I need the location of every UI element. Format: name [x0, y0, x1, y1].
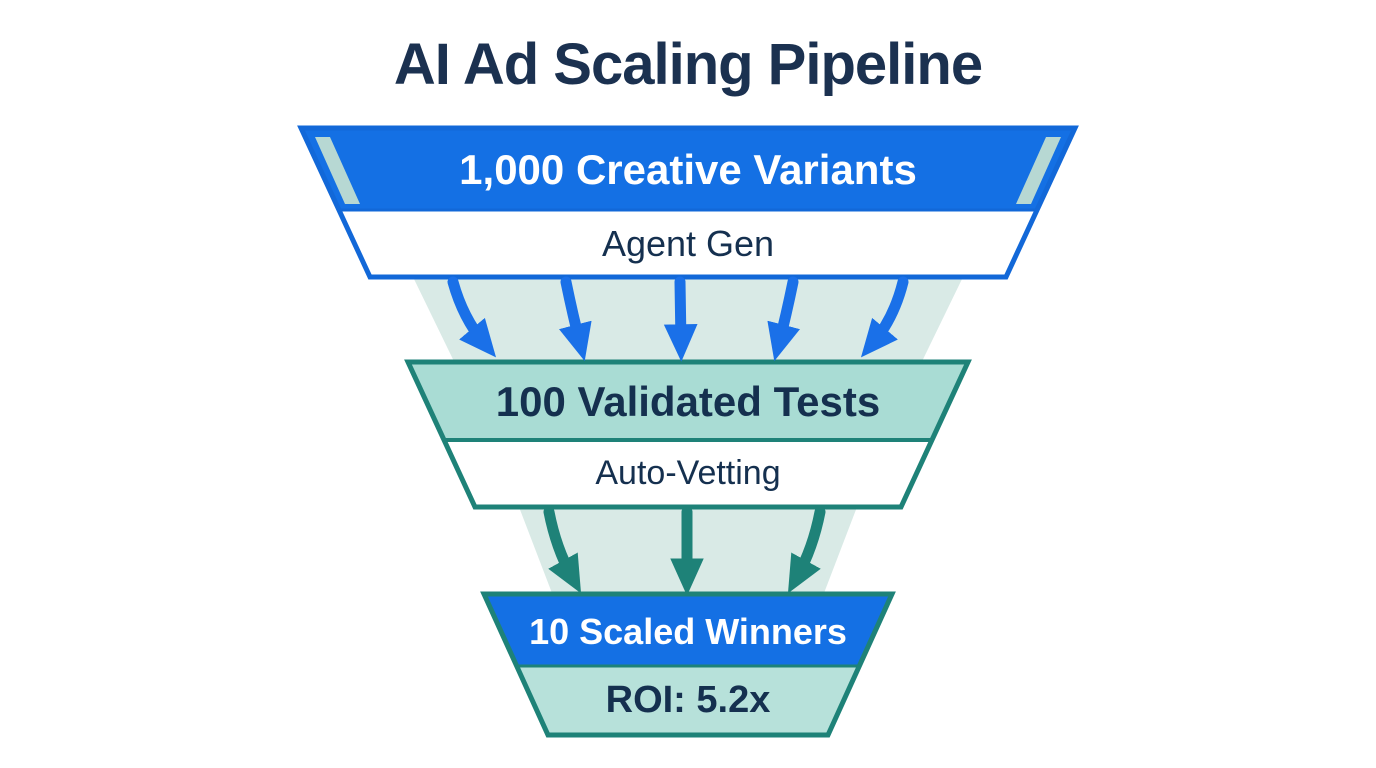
- teal-down-arrow-icon: [543, 506, 582, 594]
- stage-3-header-label: 10 Scaled Winners: [529, 610, 847, 652]
- stage-3-border: [480, 591, 896, 738]
- blue-down-arrow-icon: [447, 276, 497, 358]
- blue-down-arrow-icon: [767, 276, 800, 362]
- blue-down-arrow-icon: [559, 276, 592, 362]
- teal-down-arrow-icon: [787, 506, 826, 594]
- stage-2-header-label: 100 Validated Tests: [495, 378, 881, 425]
- arrow-group-stage1-to-stage2: [447, 276, 909, 362]
- stage-1-edge-stripe-right: [1016, 137, 1061, 204]
- stage-2-subtitle-label: Auto-Vetting: [595, 454, 781, 492]
- page-title: AI Ad Scaling Pipeline: [393, 32, 983, 97]
- blue-down-arrow-icon: [663, 276, 698, 362]
- stage-1-border: [297, 125, 1079, 280]
- stage-3-subtitle-label: ROI: 5.2x: [605, 679, 771, 721]
- stage-1-header-label: 1,000 Creative Variants: [459, 146, 917, 193]
- stage-1-subtitle-label: Agent Gen: [601, 222, 775, 264]
- stage-2-border: [404, 359, 972, 510]
- stage-1-edge-stripe-left: [315, 137, 360, 204]
- blue-down-arrow-icon: [860, 276, 909, 358]
- arrow-group-stage2-to-stage3: [543, 506, 826, 596]
